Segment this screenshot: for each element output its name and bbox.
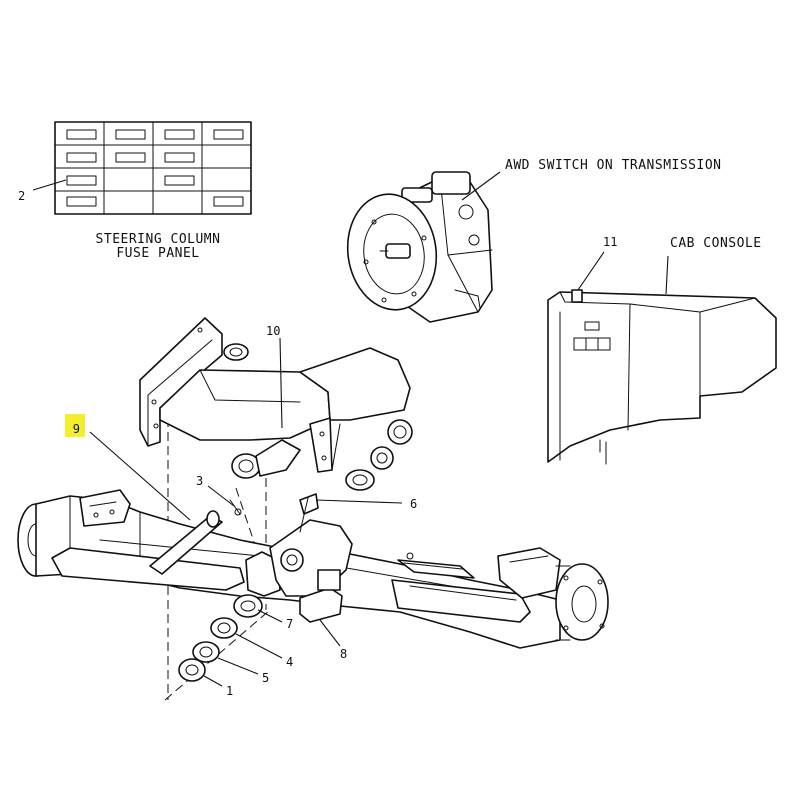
seal-upper xyxy=(345,469,375,491)
callout-5-leader xyxy=(217,657,259,675)
fuse-slots xyxy=(66,129,244,207)
fuse-panel-caption-line2: FUSE PANEL xyxy=(116,246,199,261)
callout-7: 7 xyxy=(286,617,293,631)
callout-4-leader xyxy=(235,633,283,659)
callout-1: 1 xyxy=(226,684,233,698)
callout-4: 4 xyxy=(286,655,293,669)
bolt-3 xyxy=(234,508,242,516)
callout-9-leader xyxy=(89,431,191,521)
callout-1-leader xyxy=(203,675,223,687)
tie-rod xyxy=(51,547,245,591)
callout-8-leader xyxy=(319,619,341,647)
fitting-6 xyxy=(299,493,319,515)
left-steering-knuckle xyxy=(79,489,131,527)
steering-cylinder xyxy=(149,515,223,575)
callout-10-leader xyxy=(279,337,283,429)
callout-6-leader xyxy=(315,499,403,504)
awd-switch-caption: AWD SWITCH ON TRANSMISSION xyxy=(505,158,722,173)
callout-3-leader xyxy=(207,485,235,507)
washer-5 xyxy=(192,641,220,663)
awd-switch-leader xyxy=(461,171,501,201)
axle-assembly xyxy=(17,489,609,649)
cab-console-caption: CAB CONSOLE xyxy=(670,236,762,251)
callout-2: 2 xyxy=(18,189,25,203)
callout-8: 8 xyxy=(340,647,347,661)
callout-10: 10 xyxy=(266,324,280,338)
callout-6: 6 xyxy=(410,497,417,511)
loose-parts xyxy=(178,469,375,682)
callout-9-highlight xyxy=(65,414,85,437)
right-steering-knuckle xyxy=(497,547,561,599)
cab-console-leader xyxy=(665,255,669,295)
callout-7-leader xyxy=(257,609,283,623)
cab-console: CAB CONSOLE 11 xyxy=(547,235,777,465)
transmission: AWD SWITCH ON TRANSMISSION xyxy=(346,158,722,323)
washer-4 xyxy=(210,617,238,639)
callout-11-leader xyxy=(577,251,605,291)
seal-7 xyxy=(233,594,263,618)
bushing-1 xyxy=(178,658,206,682)
callout-2-leader xyxy=(32,179,67,191)
console-switch xyxy=(571,289,583,303)
callout-5: 5 xyxy=(262,671,269,685)
callout-11: 11 xyxy=(603,235,617,249)
fuse-panel: STEERING COLUMN FUSE PANEL xyxy=(54,121,252,261)
callouts: 2 9 3 6 7 8 4 5 1 xyxy=(18,179,417,698)
fuse-panel-caption-line1: STEERING COLUMN xyxy=(96,232,221,247)
mounting-bracket: 10 xyxy=(139,317,413,479)
callout-3: 3 xyxy=(196,474,203,488)
callout-9: 9 xyxy=(73,422,80,436)
